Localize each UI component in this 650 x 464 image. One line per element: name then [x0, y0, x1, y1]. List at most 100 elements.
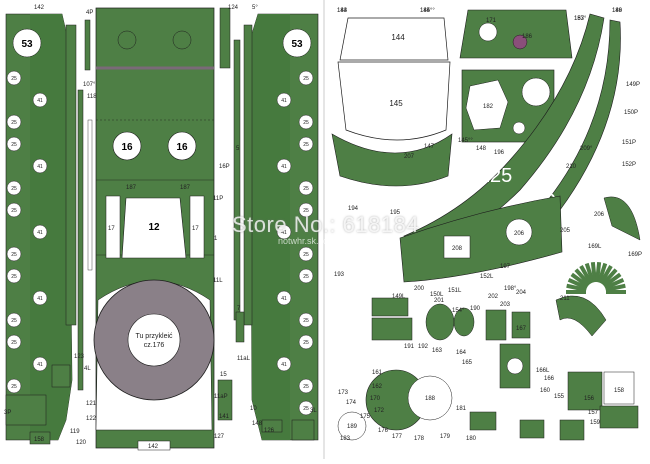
- side-panel-left: [105, 195, 121, 259]
- right-part-label-34: 150L: [430, 292, 444, 298]
- turret-circle-left: [112, 131, 142, 161]
- part-bottom-left-1: [5, 394, 47, 426]
- left-wheel-9: [6, 268, 22, 284]
- right-part-label-23: 169P: [628, 252, 642, 258]
- right-wheel-4: [276, 158, 292, 174]
- fan-blade-13: [604, 277, 625, 290]
- left-wheel-2: [6, 114, 22, 130]
- right-part-label-9: 152P: [622, 162, 636, 168]
- hatch-145-label: 145: [389, 99, 403, 108]
- right-part-label-7: 150P: [624, 110, 638, 116]
- right-wheel-7: [276, 224, 292, 240]
- right-part-label-64: 183: [340, 436, 351, 442]
- fan-blade-8: [595, 261, 602, 283]
- label-187-right: 187: [180, 185, 191, 191]
- right-part-label-62: 180: [466, 436, 477, 442]
- right-part-label-8: 151P: [622, 140, 636, 146]
- right-part-label-53: 170: [370, 396, 381, 402]
- right-side-bar-3: [219, 7, 231, 69]
- right-part-label-32: 167: [516, 326, 527, 332]
- right-part-label-48: 156: [584, 396, 595, 402]
- right-part-label-59: 177: [392, 434, 403, 440]
- turret-right-label: 16: [176, 142, 188, 153]
- label-1: 1: [214, 236, 218, 242]
- lower-plate: [399, 195, 563, 283]
- left-wheel-label-6: 25: [11, 208, 17, 214]
- fan-blade-14: [605, 283, 626, 292]
- left-wheel-11: [6, 312, 22, 328]
- right-part-label-4: 171: [486, 18, 497, 24]
- left-wheel-3: [6, 136, 22, 152]
- right-wheel-0: [298, 70, 314, 86]
- part-158: [29, 431, 51, 445]
- right-part-label-52: 162: [372, 384, 383, 390]
- fan-blade-6: [584, 262, 595, 284]
- part-156: [567, 371, 603, 411]
- right-part-label-25: 197: [500, 264, 511, 270]
- part-201: [511, 311, 531, 339]
- right-wheel-label-6: 25: [303, 208, 309, 214]
- label-107: 107°: [83, 82, 96, 88]
- left-wheel-7: [32, 224, 48, 240]
- part-190: [453, 307, 475, 337]
- right-part-label-17: 211: [560, 296, 570, 302]
- label-118: 118: [87, 94, 97, 100]
- label-127: 127: [214, 434, 225, 440]
- panel-206: 206: [514, 231, 525, 237]
- right-part-label-66: 185: [420, 8, 431, 14]
- hatch-12-label: 12: [148, 222, 160, 233]
- left-wheel-0: [6, 70, 22, 86]
- panel-182-label: 182: [483, 104, 494, 110]
- left-wheel-4: [32, 158, 48, 174]
- right-part-label-44: 166: [544, 376, 555, 382]
- label-11aL: 11aL: [237, 356, 251, 362]
- right-part-label-42: 164: [456, 350, 467, 356]
- label-5: 5: [236, 146, 240, 152]
- right-part-label-30: 203: [500, 302, 511, 308]
- label-123: 123: [74, 354, 85, 360]
- right-wheel-label-9: 25: [303, 274, 309, 280]
- panel-208: 208: [452, 246, 463, 252]
- vent-171: [478, 22, 498, 42]
- left-wheel-label-8: 25: [11, 252, 17, 258]
- left-wheel-label-3: 25: [11, 142, 17, 148]
- turret-left-label: 16: [121, 142, 133, 153]
- right-part-label-61: 179: [440, 434, 451, 440]
- right-part-label-0: 143: [337, 8, 348, 14]
- right-part-label-38: 190: [470, 306, 481, 312]
- label-11aP: 11aP: [214, 394, 228, 400]
- right-part-label-3: 146: [612, 8, 623, 14]
- right-part-label-31: 204: [516, 290, 527, 296]
- store-watermark-sub: notwhr.sk.com: [278, 236, 336, 246]
- label-7: 7: [237, 306, 241, 312]
- left-wheel-label-7: 41: [37, 230, 43, 236]
- periscope-186: [512, 34, 528, 50]
- left-wheel-label-14: 25: [11, 384, 17, 390]
- left-wheel-13: [32, 356, 48, 372]
- panel-189: 189: [347, 424, 358, 430]
- right-part-label-26: 198°: [504, 286, 517, 292]
- label-124: 124: [228, 5, 239, 11]
- rivet-row: [87, 119, 93, 271]
- right-track-strip-inner: [250, 14, 290, 440]
- part-157: [599, 405, 639, 429]
- right-part-label-19: 195: [390, 210, 401, 216]
- right-part-label-56: 174: [346, 400, 357, 406]
- left-wheel-label-12: 25: [11, 340, 17, 346]
- part-204: [371, 317, 413, 341]
- left-wheel-label-5: 25: [11, 186, 17, 192]
- right-wheel-14: [298, 378, 314, 394]
- fan-wheel-169: [566, 261, 626, 294]
- part-163: [469, 411, 497, 431]
- right-part-label-20: 206: [594, 212, 605, 218]
- right-part-label-16: 210: [566, 164, 577, 170]
- right-wheel-11: [298, 312, 314, 328]
- label-3P: 3P: [4, 410, 11, 416]
- left-wheel-label-9: 25: [11, 274, 17, 280]
- left-side-bar-2: [77, 89, 84, 391]
- left-side-bar-3: [84, 19, 91, 71]
- left-wheel-label-11: 25: [11, 318, 17, 324]
- right-wheel-15: [298, 400, 314, 416]
